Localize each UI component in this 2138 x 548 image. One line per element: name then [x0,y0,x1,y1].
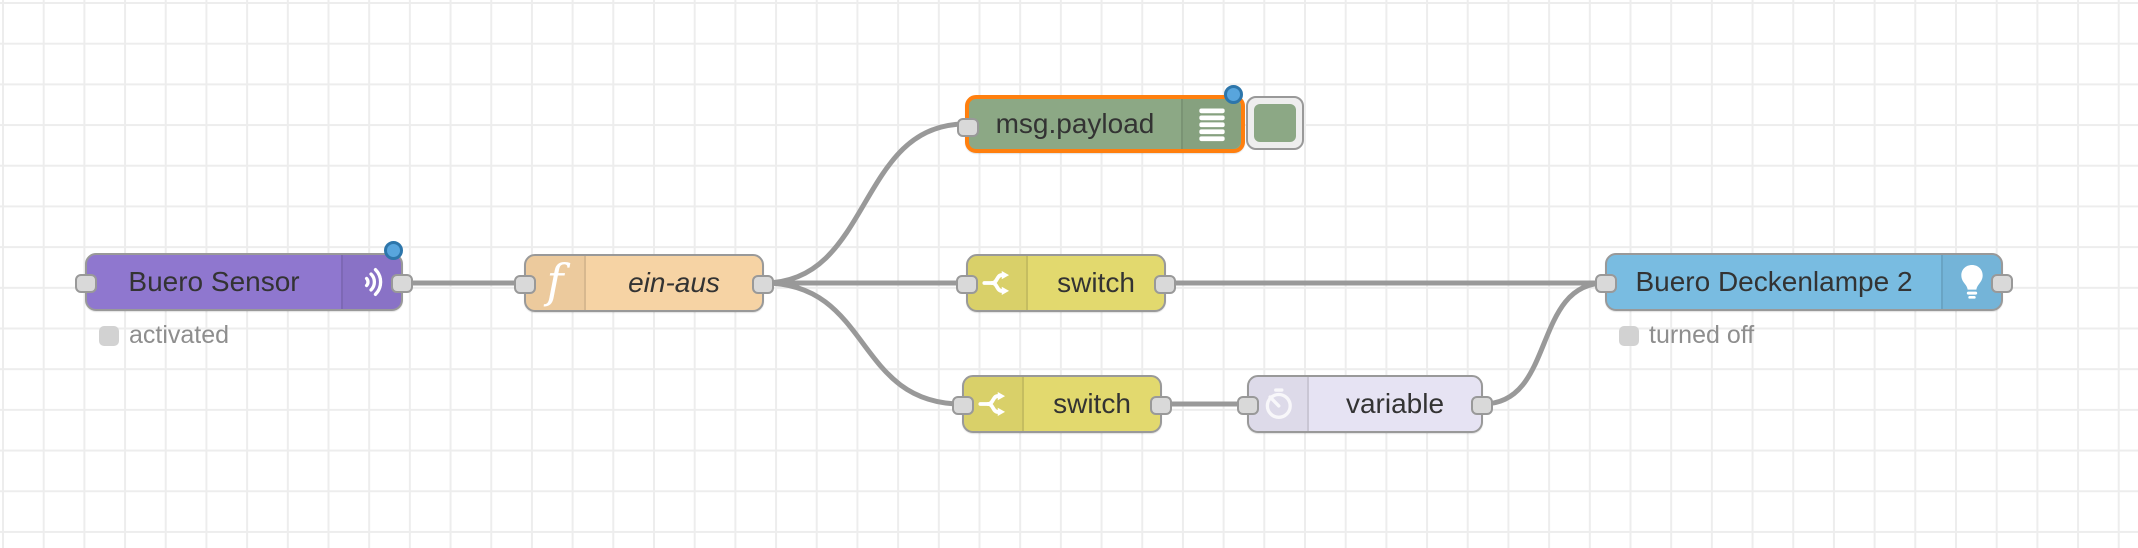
output-port[interactable] [1991,273,2013,293]
output-port[interactable] [391,273,413,293]
signal-icon [341,255,401,309]
node-label: ein-aus [628,267,720,298]
wire[interactable] [1480,280,1608,407]
input-port[interactable] [1237,395,1259,415]
node-label: Buero Sensor [128,266,300,297]
status-dot [1619,325,1639,346]
input-port[interactable] [75,273,97,293]
switch-icon [964,377,1024,431]
node-ein-aus[interactable]: f ein-aus [514,254,774,312]
switch-icon [968,256,1028,310]
node-label: switch [1053,388,1131,419]
wire[interactable] [761,121,968,286]
changed-indicator-dot [384,241,403,260]
node-switch-1[interactable]: switch [956,254,1176,312]
changed-indicator-dot [1224,85,1243,104]
input-port[interactable] [952,395,974,415]
status-text: activated [129,321,230,349]
input-port[interactable] [956,274,978,294]
output-port[interactable] [1154,274,1176,294]
debug-list-icon [1181,99,1241,149]
node-status: activated [99,321,229,350]
status-text: turned off [1649,321,1755,349]
node-label: variable [1345,388,1445,419]
node-label: switch [1057,267,1135,298]
bulb-icon [1941,255,2001,309]
node-status: turned off [1619,321,1754,350]
debug-toggle-state [1254,104,1296,142]
function-icon: f [526,256,586,310]
output-port[interactable] [1150,395,1172,415]
input-port[interactable] [514,274,536,294]
debug-toggle-button[interactable] [1246,96,1304,150]
node-buero-deckenlampe-2[interactable]: Buero Deckenlampe 2 turned off [1595,253,2013,349]
node-label: Buero Deckenlampe 2 [1635,266,1913,297]
trigger-icon [1249,377,1309,431]
input-port[interactable] [957,117,979,137]
node-switch-2[interactable]: switch [952,375,1172,433]
node-variable[interactable]: variable [1237,375,1493,433]
output-port[interactable] [752,274,774,294]
status-dot [99,325,119,346]
wire[interactable] [761,280,965,407]
output-port[interactable] [1471,395,1493,415]
node-msg-payload[interactable]: msg.payload [957,85,1245,153]
node-label: msg.payload [995,108,1155,139]
input-port[interactable] [1595,273,1617,293]
node-buero-sensor[interactable]: Buero Sensor activated [75,241,413,349]
